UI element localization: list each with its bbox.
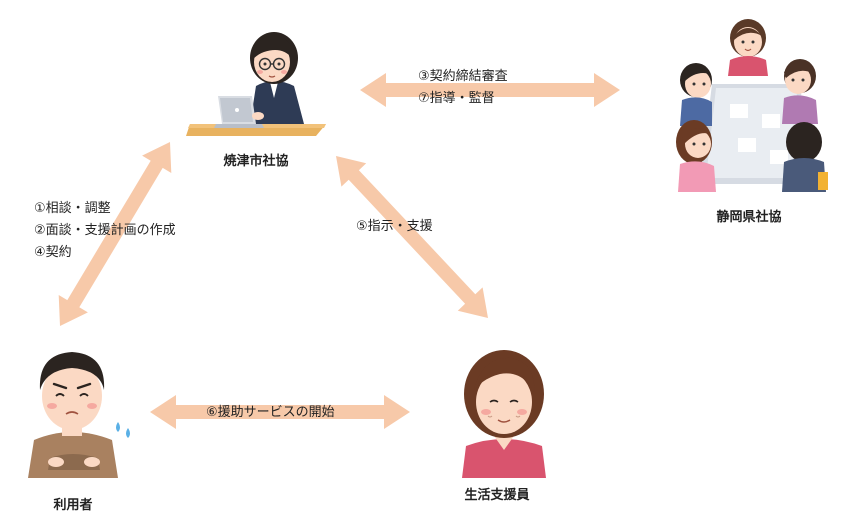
node-label-supporter: 生活支援員 — [464, 488, 530, 503]
edge-label-shakyo-user: ①相談・調整 ②面談・支援計画の作成 ④契約 — [34, 198, 176, 264]
edge-label-line: ③契約締結審査 — [418, 69, 508, 84]
edge-label-line: ①相談・調整 — [34, 201, 111, 216]
edge-label-shakyo-kenshakyo: ③契約締結審査 ⑦指導・監督 — [418, 66, 508, 110]
meeting-group-icon — [676, 19, 828, 192]
node-label-shakyo: 焼津市社協 — [223, 154, 289, 169]
node-label-kenshakyo: 静岡県社協 — [716, 210, 782, 225]
edge-label-line: ⑤指示・支援 — [356, 219, 433, 234]
edge-label-line: ⑥援助サービスの開始 — [206, 405, 335, 420]
worried-man-icon — [28, 352, 130, 478]
edge-label-line: ⑦指導・監督 — [418, 91, 495, 106]
arrow-user-supporter — [150, 395, 410, 429]
node-label-user: 利用者 — [53, 498, 93, 513]
arrow-shakyo-supporter — [336, 156, 488, 318]
arrow-shakyo-kenshakyo — [360, 73, 620, 107]
office-worker-at-laptop-icon — [186, 32, 326, 136]
edge-label-user-supporter: ⑥援助サービスの開始 — [206, 402, 335, 424]
elderly-woman-icon — [462, 350, 546, 478]
edge-label-shakyo-supporter: ⑤指示・支援 — [356, 216, 433, 238]
arrow-shakyo-user — [58, 142, 172, 326]
edge-label-line: ④契約 — [34, 245, 72, 260]
edge-label-line: ②面談・支援計画の作成 — [34, 223, 176, 238]
